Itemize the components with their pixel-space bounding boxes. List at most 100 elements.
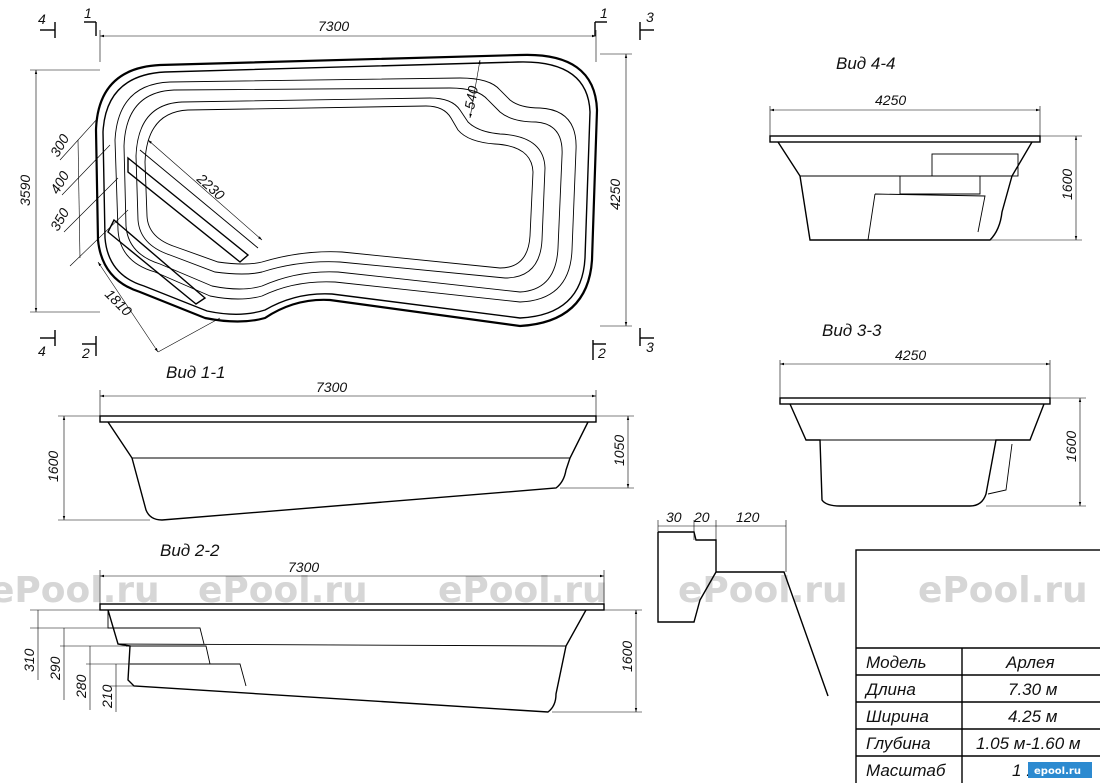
pool-section [789,403,1045,507]
svg-text:2: 2 [597,345,606,361]
dim-label: 290 [47,656,63,681]
section-marker-3-bottom: 3 [639,328,654,355]
svg-text:4: 4 [38,343,46,359]
site-logo-text: epool.ru [1034,766,1081,777]
view-4-4: Вид 4-4 4250 1600 [769,54,1082,241]
table-frame [855,549,1100,783]
view-title: Вид 4-4 [836,54,895,73]
pool-section [107,421,589,521]
step-block [126,645,211,665]
site-logo [1028,762,1092,778]
dim-label: 120 [736,509,760,525]
section-marker-1: 1 [84,5,97,36]
step-block [931,153,1019,177]
dim-label: 7300 [318,18,349,34]
dim-label: 540 [461,85,481,111]
dim-label: 300 [47,131,73,159]
step-edge [139,149,259,249]
section-marker-1-right: 1 [594,5,608,36]
dimension-line [147,139,263,241]
dim-label: 4250 [895,347,926,363]
view-title: Вид 1-1 [166,363,225,382]
dim-label: 3590 [17,175,33,206]
svg-text:3: 3 [646,339,654,355]
extension-line [157,317,221,353]
pool-rim [779,397,1051,405]
view-2-2: Вид 2-2 7300 310 290 280 210 1600 [21,541,642,713]
table-row-label: Глубина [866,734,931,753]
svg-text:1: 1 [84,5,92,21]
dim-label: 1600 [45,451,61,482]
watermark-text: ePool.ru [918,570,1088,611]
step-block [899,176,981,195]
dim-label: 1050 [611,435,627,466]
table-row-value: Арлея [1005,653,1055,672]
dim-label: 350 [47,205,73,233]
table-row-value: 1.05 м-1.60 м [976,734,1081,753]
view-title: Вид 2-2 [160,541,220,560]
table-row-label: Модель [866,653,926,672]
dim-label: 400 [47,168,73,196]
step-block [867,193,986,241]
svg-text:4: 4 [38,11,46,27]
section-marker-4-bottom: 4 [38,330,56,359]
step-block [130,663,247,687]
view-1-1: Вид 1-1 7300 1600 1050 [45,363,634,521]
pool-section [777,141,1033,241]
pool-ledge [114,77,577,303]
dim-label: 310 [21,648,37,672]
section-marker-2-right: 2 [592,340,606,361]
rim-profile [657,531,829,697]
dim-label: 1600 [619,641,635,672]
pool-ledge [123,87,563,293]
pool-section [107,609,587,713]
svg-text:1: 1 [600,5,608,21]
dim-label: 280 [73,674,89,699]
view-3-3: Вид 3-3 4250 1600 [779,321,1086,507]
step-block [107,610,205,645]
plan-view: 7300 4250 3590 300 400 350 1810 2230 540 [17,5,654,361]
section-marker-2: 2 [81,336,97,361]
dim-label: 30 [666,509,682,525]
watermark-text: ePool.ru [678,570,848,611]
step-block [987,443,1013,495]
pool-step [107,218,207,305]
dim-label: 7300 [288,559,319,575]
dim-label: 7300 [316,379,347,395]
dim-label: 1600 [1059,169,1075,200]
pool-outline [94,53,599,328]
rim-detail: 30 20 120 [657,509,829,697]
extension-line [61,144,111,196]
spec-table: Модель Арлея Длина 7.30 м Ширина 4.25 м … [855,549,1100,783]
dim-label: 1600 [1063,431,1079,462]
table-row-value: 4.25 м [1008,707,1058,726]
svg-text:3: 3 [646,9,654,25]
dim-label: 4250 [875,92,906,108]
section-marker-4: 4 [38,11,56,38]
table-row-label: Масштаб [866,761,947,780]
pool-rim [99,603,605,611]
dimension-line [77,139,81,259]
pool-rim [769,135,1041,143]
section-marker-3: 3 [639,9,654,40]
dim-label: 4250 [607,179,623,210]
table-row-value: 7.30 м [1008,680,1058,699]
dimension-line [469,59,481,119]
pool-basin [144,105,534,269]
dim-label: 20 [693,509,710,525]
extension-line [59,117,99,161]
extension-line [63,177,119,233]
view-title: Вид 3-3 [822,321,882,340]
table-row-label: Ширина [866,707,929,726]
pool-basin [135,97,546,279]
dimension-line [97,261,159,353]
ledge-line [117,643,567,647]
dim-label: 1810 [102,286,135,319]
pool-rim-inner [102,61,591,319]
pool-step [127,156,250,263]
svg-text:2: 2 [81,345,90,361]
pool-rim [99,415,597,423]
dim-label: 210 [99,684,115,709]
